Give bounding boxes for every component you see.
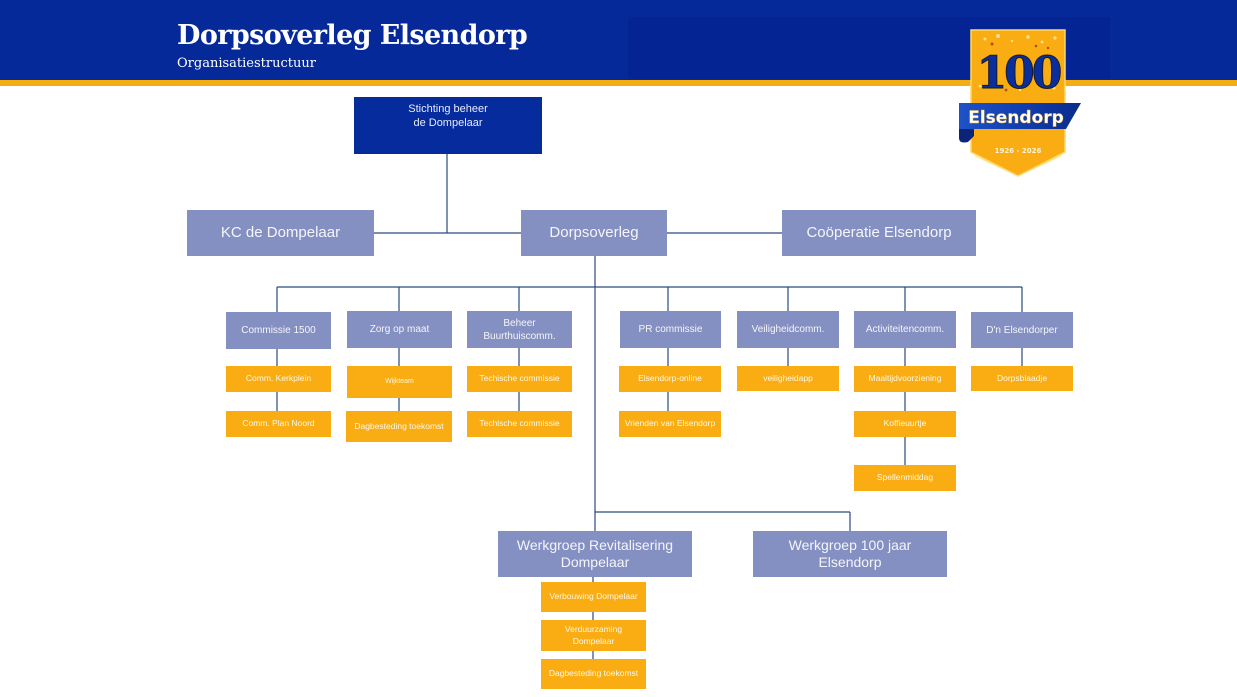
logo-ribbon xyxy=(959,103,1081,129)
anniversary-logo: 100 Elsendorp 1926 - 2026 xyxy=(959,29,1081,177)
node-kc-de-dompelaar[interactable]: KC de Dompelaar xyxy=(187,210,374,256)
node-veiligheidcomm[interactable]: Veiligheidcomm. xyxy=(737,311,839,348)
node-zorg-op-maat[interactable]: Zorg op maat xyxy=(347,311,452,348)
logo-confetti xyxy=(978,34,1057,92)
node-koffieuurtje[interactable]: Koffieuurtje xyxy=(854,411,956,437)
node-activiteitencomm[interactable]: Activiteitencomm. xyxy=(854,311,956,348)
node-dagbesteding-toekomst[interactable]: Dagbesteding toekomst xyxy=(346,411,452,442)
node-stichting-beheer[interactable]: Stichting beheer de Dompelaar xyxy=(354,97,542,154)
node-veiligheidapp[interactable]: veiligheidapp xyxy=(737,366,839,391)
node-verbouwing-dompelaar[interactable]: Verbouwing Dompelaar xyxy=(541,582,646,612)
logo-years: 1926 - 2026 xyxy=(995,147,1042,155)
node-comm-kerkplein[interactable]: Comm. Kerkplein xyxy=(226,366,331,392)
node-spellenmiddag[interactable]: Spellenmiddag xyxy=(854,465,956,491)
node-dn-elsendorper[interactable]: D'n Elsendorper xyxy=(971,312,1073,348)
logo-number: 100 xyxy=(977,48,1061,99)
header-accent-stripe xyxy=(0,80,1237,86)
node-werkgroep-100-jaar[interactable]: Werkgroep 100 jaar Elsendorp xyxy=(753,531,947,577)
node-techische-commissie[interactable]: Techische commissie xyxy=(467,366,572,392)
logo-name: Elsendorp xyxy=(968,108,1064,128)
node-verduurzaming-dompelaar[interactable]: Verduurzaming Dompelaar xyxy=(541,620,646,651)
page-title: Dorpsoverleg Elsendorp xyxy=(177,20,528,51)
node-maaltijdvoorziening[interactable]: Maaltijdvoorziening xyxy=(854,366,956,392)
node-cooperatie-elsendorp[interactable]: Coöperatie Elsendorp xyxy=(782,210,976,256)
node-commissie-1500[interactable]: Commissie 1500 xyxy=(226,312,331,349)
node-beheer-buurthuiscomm[interactable]: Beheer Buurthuiscomm. xyxy=(467,311,572,348)
page-subtitle: Organisatiestructuur xyxy=(177,56,316,71)
node-elsendorp-online[interactable]: Elsendorp-online xyxy=(619,366,721,392)
node-wijkteam[interactable]: Wijkteam xyxy=(347,366,452,398)
node-comm-plan-noord[interactable]: Comm. Plan Noord xyxy=(226,411,331,437)
node-techische-commissie[interactable]: Techische commissie xyxy=(467,411,572,437)
node-dorpsoverleg[interactable]: Dorpsoverleg xyxy=(521,210,667,256)
node-vrienden-van-elsendorp[interactable]: Vrienden van Elsendorp xyxy=(619,411,721,437)
node-pr-commissie[interactable]: PR commissie xyxy=(620,311,721,348)
node-werkgroep-revitalisering[interactable]: Werkgroep Revitalisering Dompelaar xyxy=(498,531,692,577)
node-dorpsblaadje[interactable]: Dorpsblaadje xyxy=(971,366,1073,391)
node-dagbesteding-toekomst[interactable]: Dagbesteding toekomst xyxy=(541,659,646,689)
